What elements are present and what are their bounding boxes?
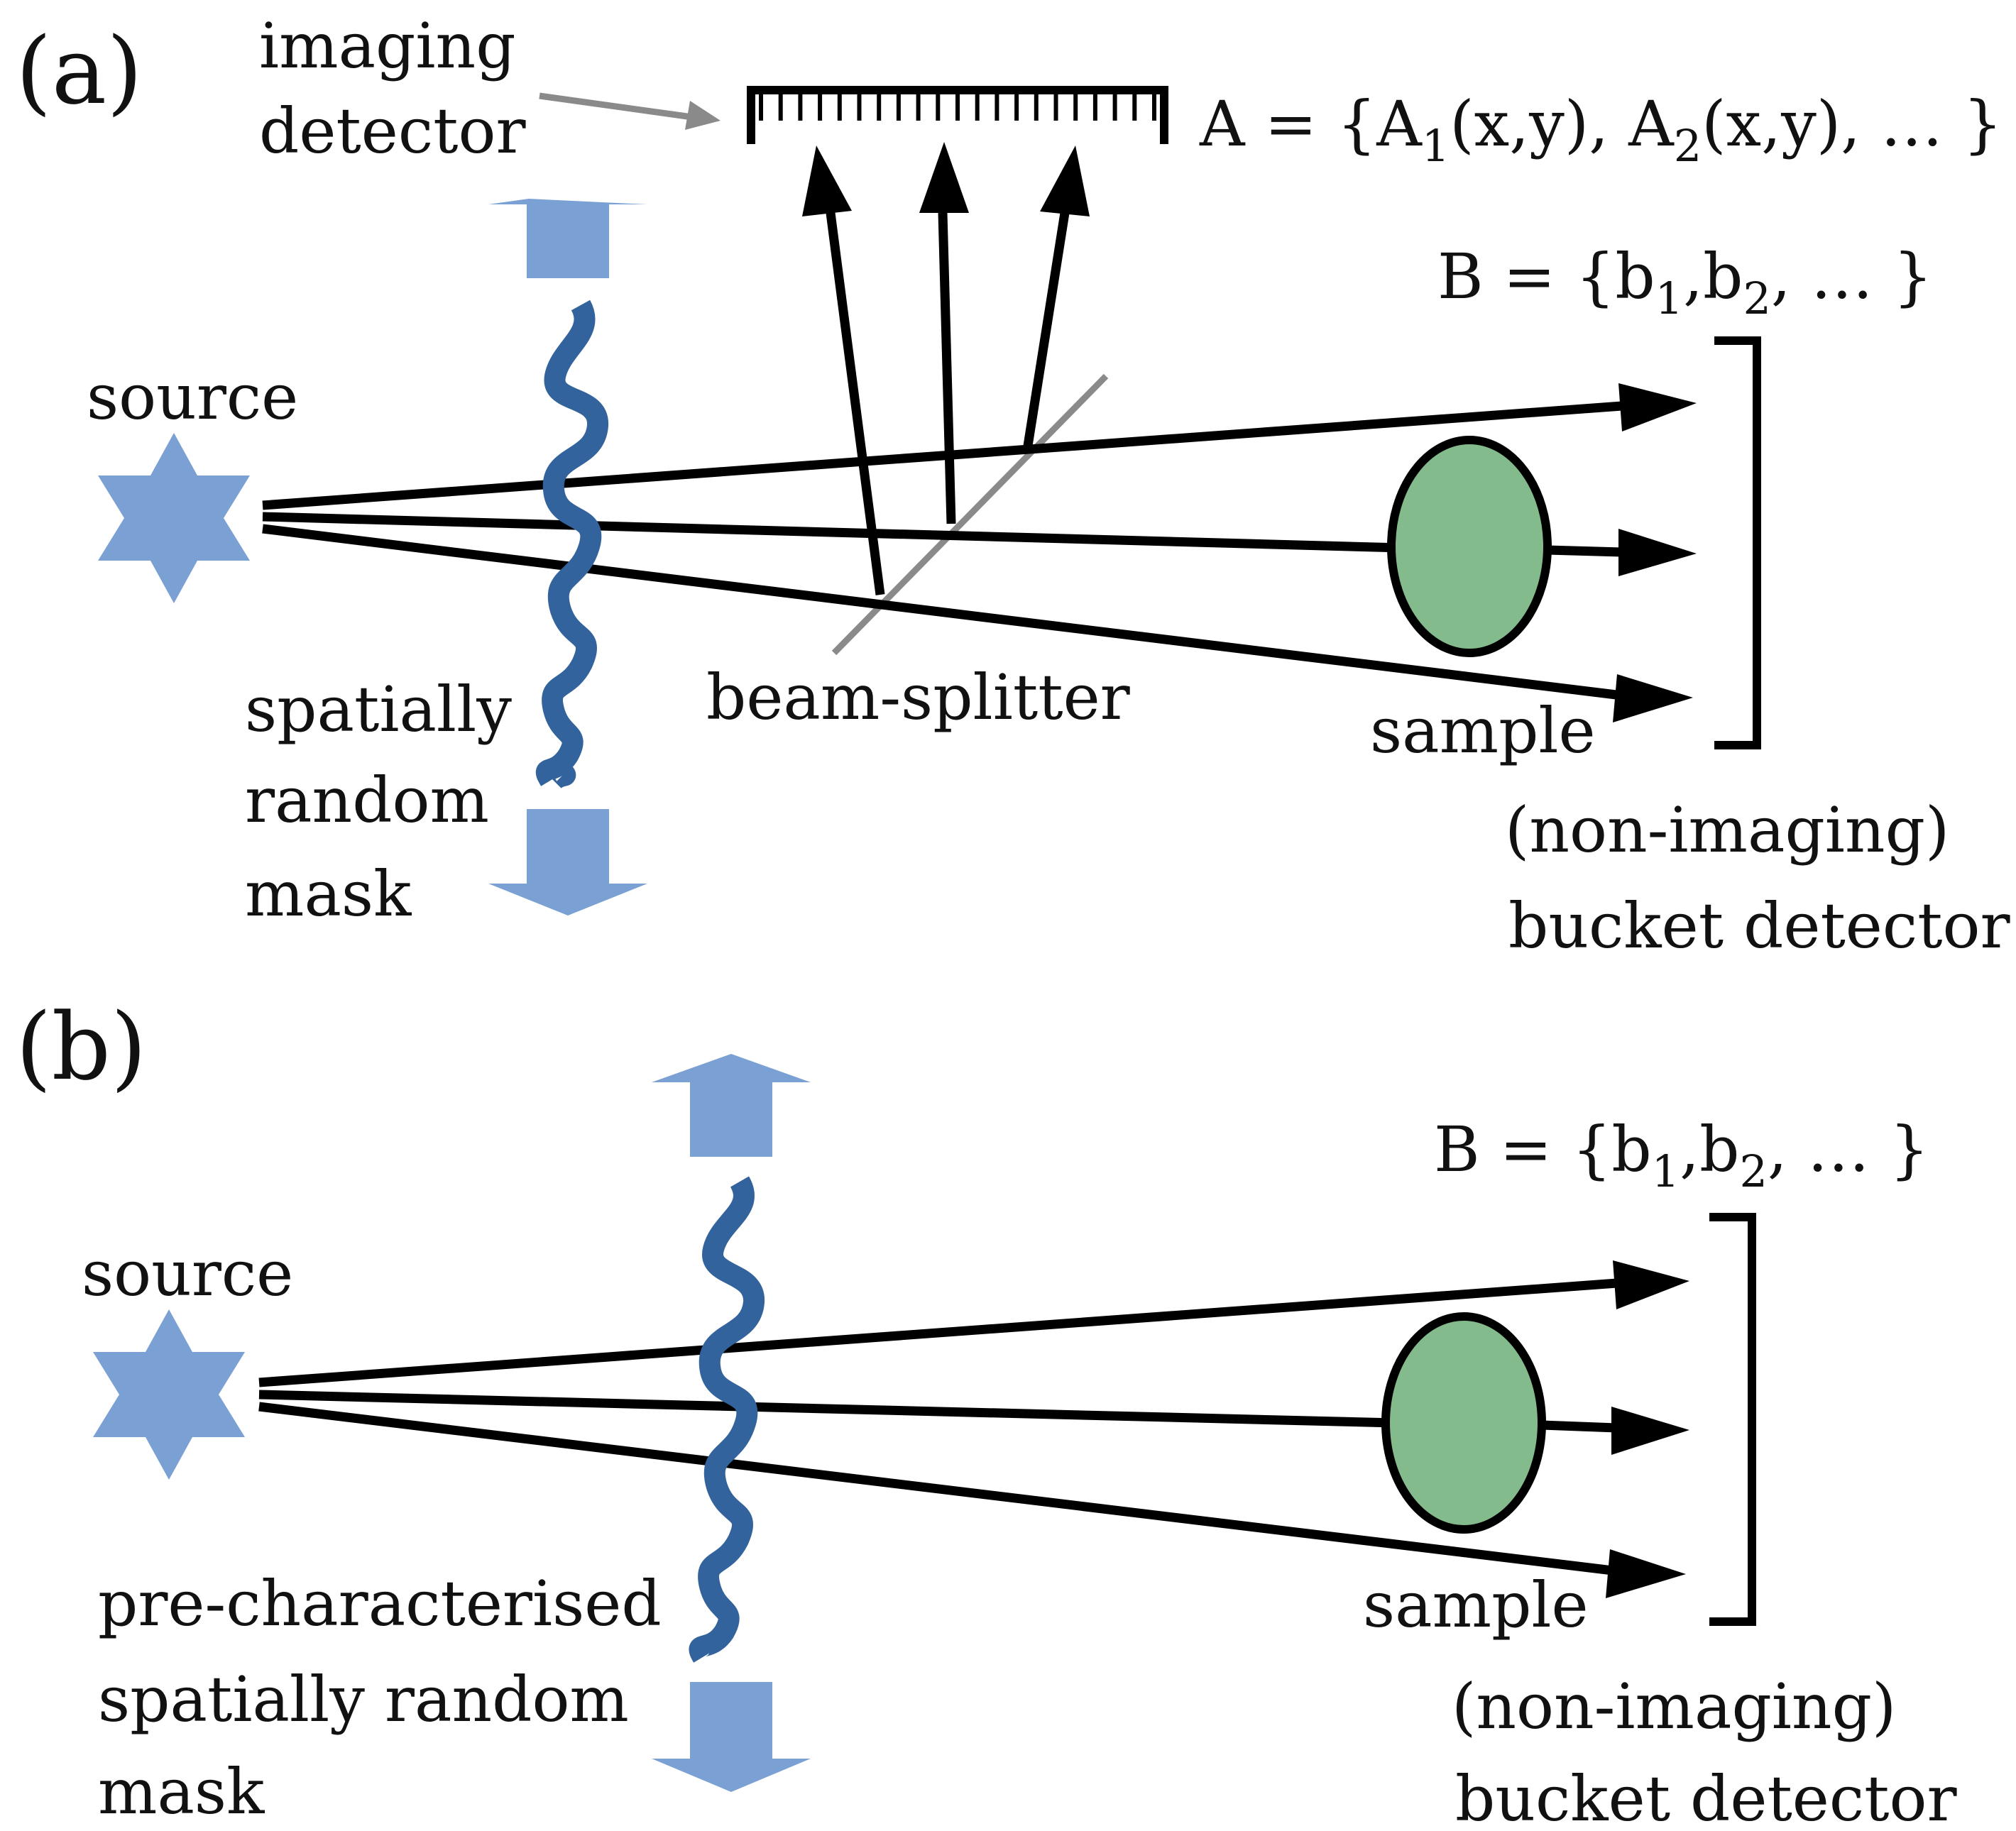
sample-ellipse-b xyxy=(1381,1312,1546,1534)
source-label: source xyxy=(87,361,298,434)
sample-label-b: sample xyxy=(1363,1568,1589,1642)
beam-lines xyxy=(262,401,1623,700)
beam-splitter-label: beam-splitter xyxy=(706,661,1131,734)
beam-lines-b xyxy=(258,1278,1618,1576)
bucket-detector xyxy=(1714,336,1761,749)
beam-arrowhead-top-b xyxy=(1613,1260,1689,1309)
imaging-detector-label-line1: imaging xyxy=(259,9,516,82)
panel-a: (a) imaging detector A = {A1(x,y), A2(x,… xyxy=(16,9,2011,962)
set-b-notation-b: B = {b1,b2, … } xyxy=(1434,1113,1929,1197)
beam-arrowhead-bottom-b xyxy=(1606,1549,1686,1598)
mask-label-line2-b: spatially random xyxy=(98,1663,629,1736)
random-mask xyxy=(535,299,608,786)
random-mask-end xyxy=(546,764,576,789)
imaging-detector-label-line2: detector xyxy=(259,94,526,167)
reflected-arrowhead-3 xyxy=(1040,145,1090,216)
mask-label-line3-b: mask xyxy=(98,1755,265,1828)
reflected-arrowhead-2 xyxy=(919,142,969,213)
beam-arrowhead-bottom xyxy=(1613,674,1693,722)
bucket-detector-label-line2-b: bucket detector xyxy=(1455,1762,1958,1831)
random-mask-b xyxy=(689,1176,765,1663)
beam-arrowhead-top xyxy=(1618,383,1697,431)
reflected-beams xyxy=(826,211,1070,595)
mask-motion-down-arrow-icon xyxy=(488,809,647,916)
source-label-b: source xyxy=(82,1237,293,1310)
panel-a-label: (a) xyxy=(16,17,143,125)
imaging-detector-pointer xyxy=(539,92,721,130)
imaging-detector xyxy=(747,86,1168,144)
mask-label-line1: spatially xyxy=(245,673,512,746)
bucket-detector-b xyxy=(1709,1213,1756,1626)
beam-arrowhead-middle-b xyxy=(1611,1407,1689,1455)
mask-label-line2: random xyxy=(245,764,489,837)
bucket-detector-label-line1-b: (non-imaging) xyxy=(1452,1670,1896,1743)
sample-ellipse xyxy=(1387,436,1552,657)
reflected-arrowhead-1 xyxy=(802,145,852,216)
set-b-notation: B = {b1,b2, … } xyxy=(1437,240,1933,324)
sample-label: sample xyxy=(1370,694,1596,767)
panel-b: (b) B = {b1,b2, … } source sample (non-i… xyxy=(16,993,1958,1831)
bucket-detector-label-line1: (non-imaging) xyxy=(1505,793,1949,867)
mask-label-line3: mask xyxy=(245,857,412,930)
mask-label-line1-b: pre-characterised xyxy=(98,1567,662,1640)
panel-b-label: (b) xyxy=(16,993,147,1101)
bucket-detector-label-line2: bucket detector xyxy=(1508,889,2011,962)
beam-arrowhead-middle xyxy=(1618,529,1697,576)
source-star-icon-b xyxy=(93,1309,245,1480)
mask-motion-up-arrow-icon-b xyxy=(652,1054,811,1157)
set-a-notation: A = {A1(x,y), A2(x,y), … } xyxy=(1199,87,2003,172)
mask-motion-up-arrow-icon xyxy=(488,199,647,278)
source-star-icon xyxy=(98,433,250,603)
mask-motion-down-arrow-icon-b xyxy=(652,1682,811,1792)
